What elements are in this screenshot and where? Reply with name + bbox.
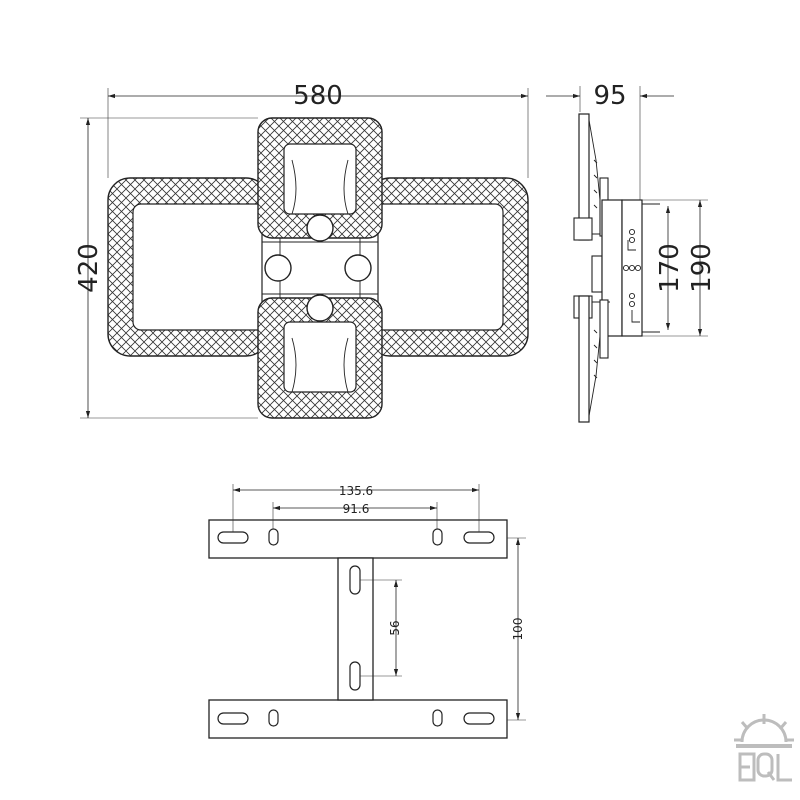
front-view: 580 420 xyxy=(74,81,529,419)
left-frame xyxy=(107,177,269,357)
width-label: 580 xyxy=(293,81,343,111)
height-label: 420 xyxy=(74,243,104,293)
bracket-slot-label: 56 xyxy=(388,620,402,635)
bracket-outer-label: 135.6 xyxy=(339,484,373,498)
center-knobs xyxy=(264,214,372,322)
depth-label: 95 xyxy=(593,81,626,111)
dimension-height: 420 xyxy=(74,117,258,419)
bracket-view: 135.6 91.6 56 100 xyxy=(208,484,526,739)
dimension-width: 580 xyxy=(107,81,529,178)
bottom-frame xyxy=(257,297,383,419)
brand-logo xyxy=(734,714,794,782)
mount-inner-label: 170 xyxy=(655,243,685,293)
side-view: 95 xyxy=(546,81,717,423)
bracket-inner-label: 91.6 xyxy=(343,502,370,516)
right-frame xyxy=(367,177,529,357)
bracket-height-label: 100 xyxy=(511,618,525,641)
top-frame xyxy=(257,117,383,239)
mount-outer-label: 190 xyxy=(687,243,717,293)
